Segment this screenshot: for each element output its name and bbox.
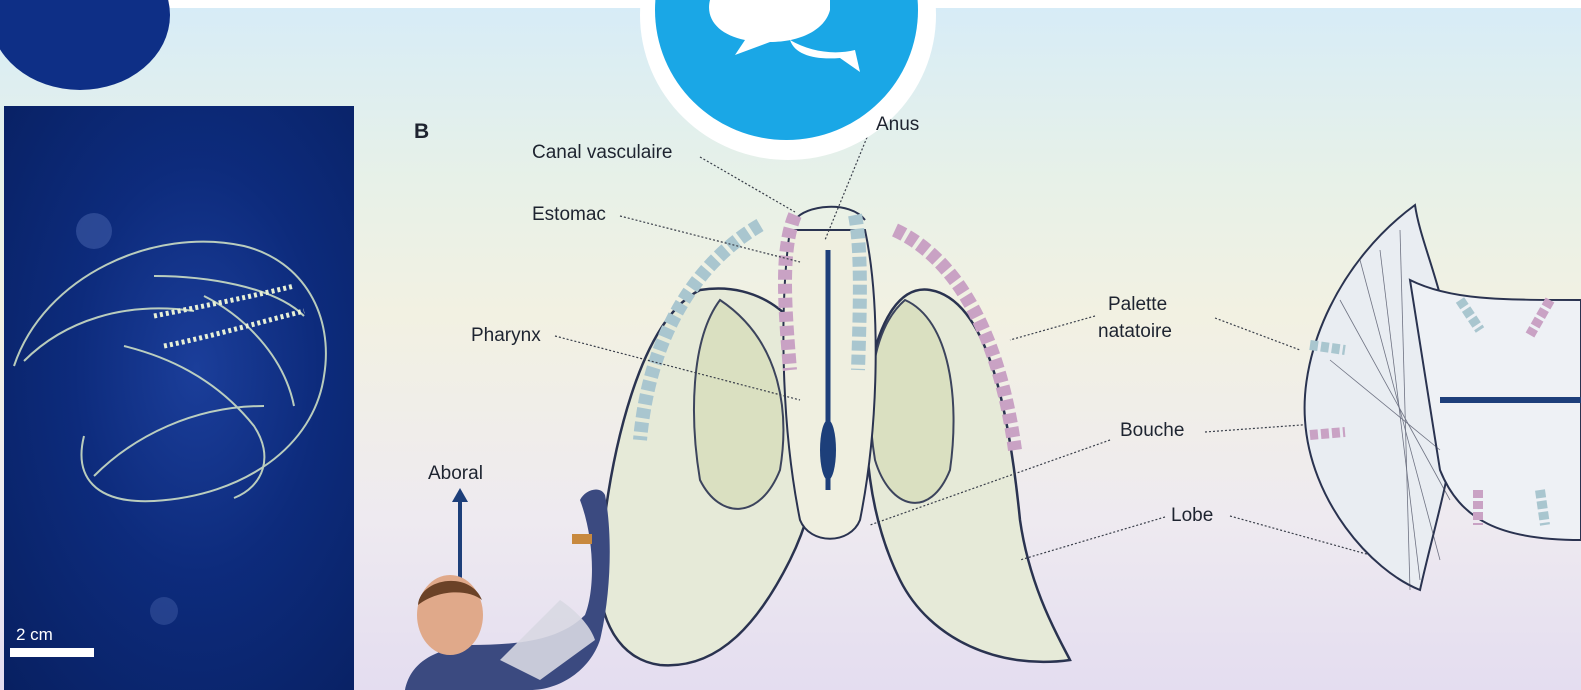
label-canal-vasculaire: Canal vasculaire [532,142,672,164]
label-bouche: Bouche [1120,420,1184,442]
label-pharynx: Pharynx [471,325,541,347]
label-lobe: Lobe [1171,505,1213,527]
label-palette-line2: natatoire [1098,321,1172,343]
label-palette-line1: Palette [1108,294,1167,316]
label-estomac: Estomac [532,204,606,226]
panel-letter: B [414,120,429,144]
label-aboral: Aboral [428,463,483,485]
label-anus: Anus [876,114,919,136]
